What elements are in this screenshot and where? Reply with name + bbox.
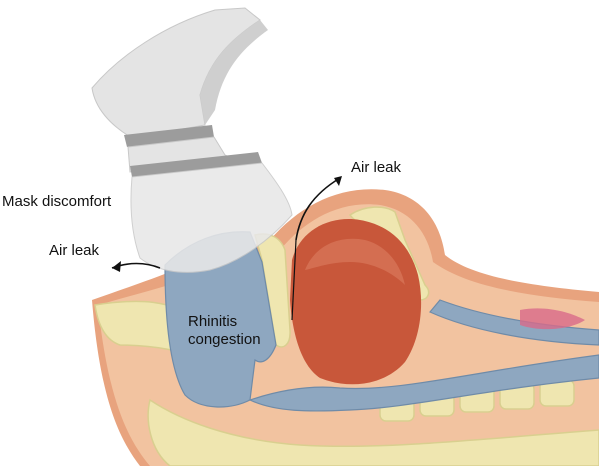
mask-tube-shade xyxy=(200,20,268,125)
label-air-leak-left: Air leak xyxy=(49,242,100,259)
mask-tube xyxy=(91,7,261,139)
arrow-air-leak-top-icon xyxy=(291,176,342,321)
label-air-leak-top: Air leak xyxy=(351,159,402,176)
pharynx-airway xyxy=(248,354,599,412)
label-mask-discomfort: Mask discomfort xyxy=(2,193,112,210)
label-rhinitis: Rhinitis xyxy=(188,313,238,330)
tongue-highlight xyxy=(305,238,405,285)
label-congestion: congestion xyxy=(188,331,261,348)
nasal-mask xyxy=(91,7,293,273)
mask-cushion xyxy=(130,162,293,273)
uvula-tissue xyxy=(520,308,585,330)
mask-band-upper xyxy=(124,125,214,147)
arrow-air-leak-left-icon xyxy=(111,261,161,272)
mask-band-lower xyxy=(130,152,262,177)
bone-lower xyxy=(147,398,599,466)
